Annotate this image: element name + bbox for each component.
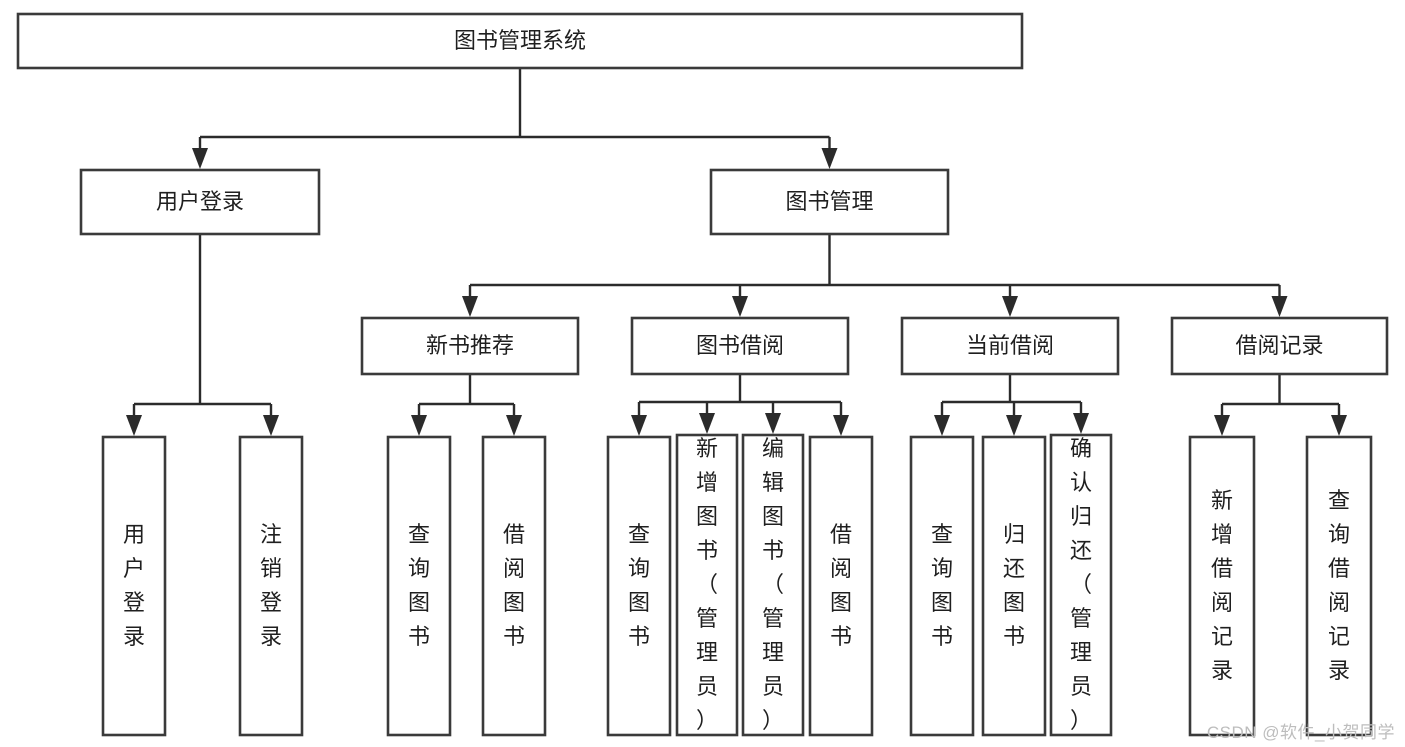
connector-arrow-icon: [732, 296, 748, 317]
connector-arrow-icon: [506, 415, 522, 436]
connector-arrow-icon: [1002, 296, 1018, 317]
connector-arrow-icon: [462, 296, 478, 317]
node-label: 查询图书: [931, 522, 953, 649]
connector-arrow-icon: [411, 415, 427, 436]
node-box: [981, 435, 1047, 737]
node-box: [909, 435, 975, 737]
diagram-node-leaf_2[interactable]: 查询图书: [386, 435, 452, 737]
node-label: 借阅图书: [503, 522, 525, 649]
node-layer: 图书管理系统用户登录图书管理新书推荐图书借阅当前借阅借阅记录用户登录注销登录查询…: [16, 12, 1389, 737]
node-label: 归还图书: [1003, 522, 1025, 649]
node-label: 查询图书: [628, 522, 650, 649]
node-label: 当前借阅: [966, 333, 1054, 358]
node-label: 新书推荐: [426, 333, 514, 358]
connector-arrow-icon: [833, 415, 849, 436]
node-box: [1049, 433, 1113, 737]
connector-arrow-icon: [192, 148, 208, 169]
connector-arrow-icon: [1214, 415, 1230, 436]
node-box: [79, 168, 321, 236]
node-label: 查询借阅记录: [1328, 488, 1350, 683]
node-box: [741, 433, 805, 737]
node-box: [1188, 435, 1256, 737]
diagram-node-leaf_6[interactable]: 编辑图书（管理员）: [741, 433, 805, 737]
diagram-node-leaf_5[interactable]: 新增图书（管理员）: [675, 433, 739, 737]
diagram-node-leaf_10[interactable]: 确认归还（管理员）: [1049, 433, 1113, 737]
connector-arrow-icon: [821, 148, 838, 169]
node-box: [808, 435, 874, 737]
node-box: [630, 316, 850, 376]
node-box: [606, 435, 672, 737]
diagram-node-l2_1[interactable]: 图书管理: [709, 168, 950, 236]
node-box: [709, 168, 950, 236]
connector-arrow-icon: [126, 415, 142, 436]
diagram-node-l3_1[interactable]: 图书借阅: [630, 316, 850, 376]
node-label: 查询图书: [408, 522, 430, 649]
diagram-node-leaf_11[interactable]: 新增借阅记录: [1188, 435, 1256, 737]
diagram-node-l3_3[interactable]: 借阅记录: [1170, 316, 1389, 376]
diagram-node-leaf_0[interactable]: 用户登录: [101, 435, 167, 737]
diagram-node-leaf_9[interactable]: 归还图书: [981, 435, 1047, 737]
node-box: [900, 316, 1120, 376]
connector-arrow-icon: [631, 415, 647, 436]
connector-arrow-icon: [1271, 296, 1288, 317]
connector-layer: [126, 68, 1347, 436]
diagram-node-l2_0[interactable]: 用户登录: [79, 168, 321, 236]
node-label: 图书管理: [785, 189, 873, 214]
node-box: [481, 435, 547, 737]
connector-arrow-icon: [934, 415, 950, 436]
node-box: [238, 435, 304, 737]
node-box: [1305, 435, 1373, 737]
node-label: 图书借阅: [696, 333, 784, 358]
node-box: [1170, 316, 1389, 376]
diagram-node-leaf_7[interactable]: 借阅图书: [808, 435, 874, 737]
node-label: 编辑图书（管理员）: [762, 436, 784, 733]
connector-arrow-icon: [1073, 413, 1089, 434]
connector-arrow-icon: [699, 413, 715, 434]
diagram-node-l3_2[interactable]: 当前借阅: [900, 316, 1120, 376]
node-label: 用户登录: [156, 189, 244, 214]
connector-arrow-icon: [1006, 415, 1022, 436]
node-label: 用户登录: [123, 522, 145, 649]
node-box: [16, 12, 1024, 70]
node-box: [360, 316, 580, 376]
node-label: 图书管理系统: [454, 28, 586, 53]
node-box: [101, 435, 167, 737]
connector-arrow-icon: [765, 413, 781, 434]
diagram-node-leaf_12[interactable]: 查询借阅记录: [1305, 435, 1373, 737]
node-label: 借阅图书: [830, 522, 852, 649]
diagram-node-leaf_8[interactable]: 查询图书: [909, 435, 975, 737]
connector-arrow-icon: [263, 415, 279, 436]
connector-arrow-icon: [1331, 415, 1347, 436]
diagram-node-leaf_1[interactable]: 注销登录: [238, 435, 304, 737]
node-label: 新增借阅记录: [1211, 488, 1233, 683]
diagram-node-l3_0[interactable]: 新书推荐: [360, 316, 580, 376]
node-label: 借阅记录: [1235, 333, 1323, 358]
node-label: 确认归还（管理员）: [1070, 436, 1092, 733]
node-label: 新增图书（管理员）: [696, 436, 718, 733]
node-box: [675, 433, 739, 737]
node-label: 注销登录: [260, 522, 282, 649]
diagram-node-leaf_4[interactable]: 查询图书: [606, 435, 672, 737]
node-box: [386, 435, 452, 737]
diagram-node-root[interactable]: 图书管理系统: [16, 12, 1024, 70]
diagram-node-leaf_3[interactable]: 借阅图书: [481, 435, 547, 737]
